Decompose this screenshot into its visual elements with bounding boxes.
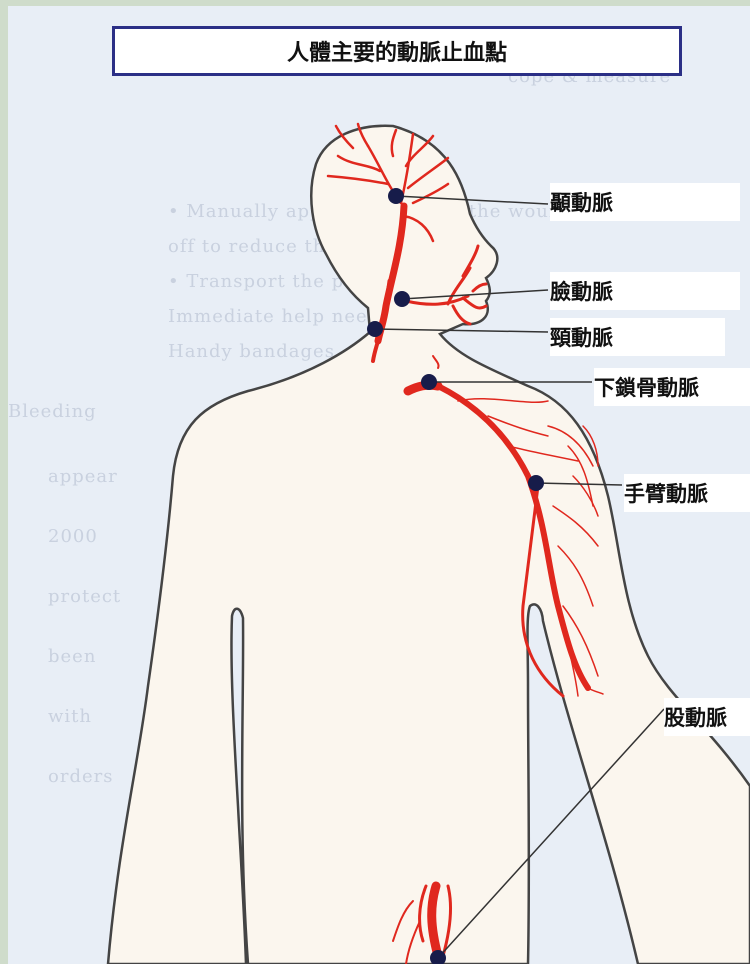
label-subclavian-artery: 下鎖骨動脈 (594, 368, 750, 406)
label-facial-artery: 臉動脈 (550, 272, 740, 310)
pressure-point-subclavian (421, 374, 437, 390)
label-brachial-artery: 手臂動脈 (624, 474, 750, 512)
pressure-point-temporal (388, 188, 404, 204)
diagram-canvas: cope & measure • Manually apply pressure… (8, 6, 750, 964)
body-outline (108, 126, 750, 964)
pressure-point-facial (394, 291, 410, 307)
diagram-title: 人體主要的動脈止血點 (112, 26, 682, 76)
pressure-point-brachial (528, 475, 544, 491)
label-carotid-artery: 頸動脈 (550, 318, 725, 356)
pressure-point-carotid (367, 321, 383, 337)
label-temporal-artery: 顳動脈 (550, 183, 740, 221)
label-femoral-artery: 股動脈 (664, 698, 750, 736)
